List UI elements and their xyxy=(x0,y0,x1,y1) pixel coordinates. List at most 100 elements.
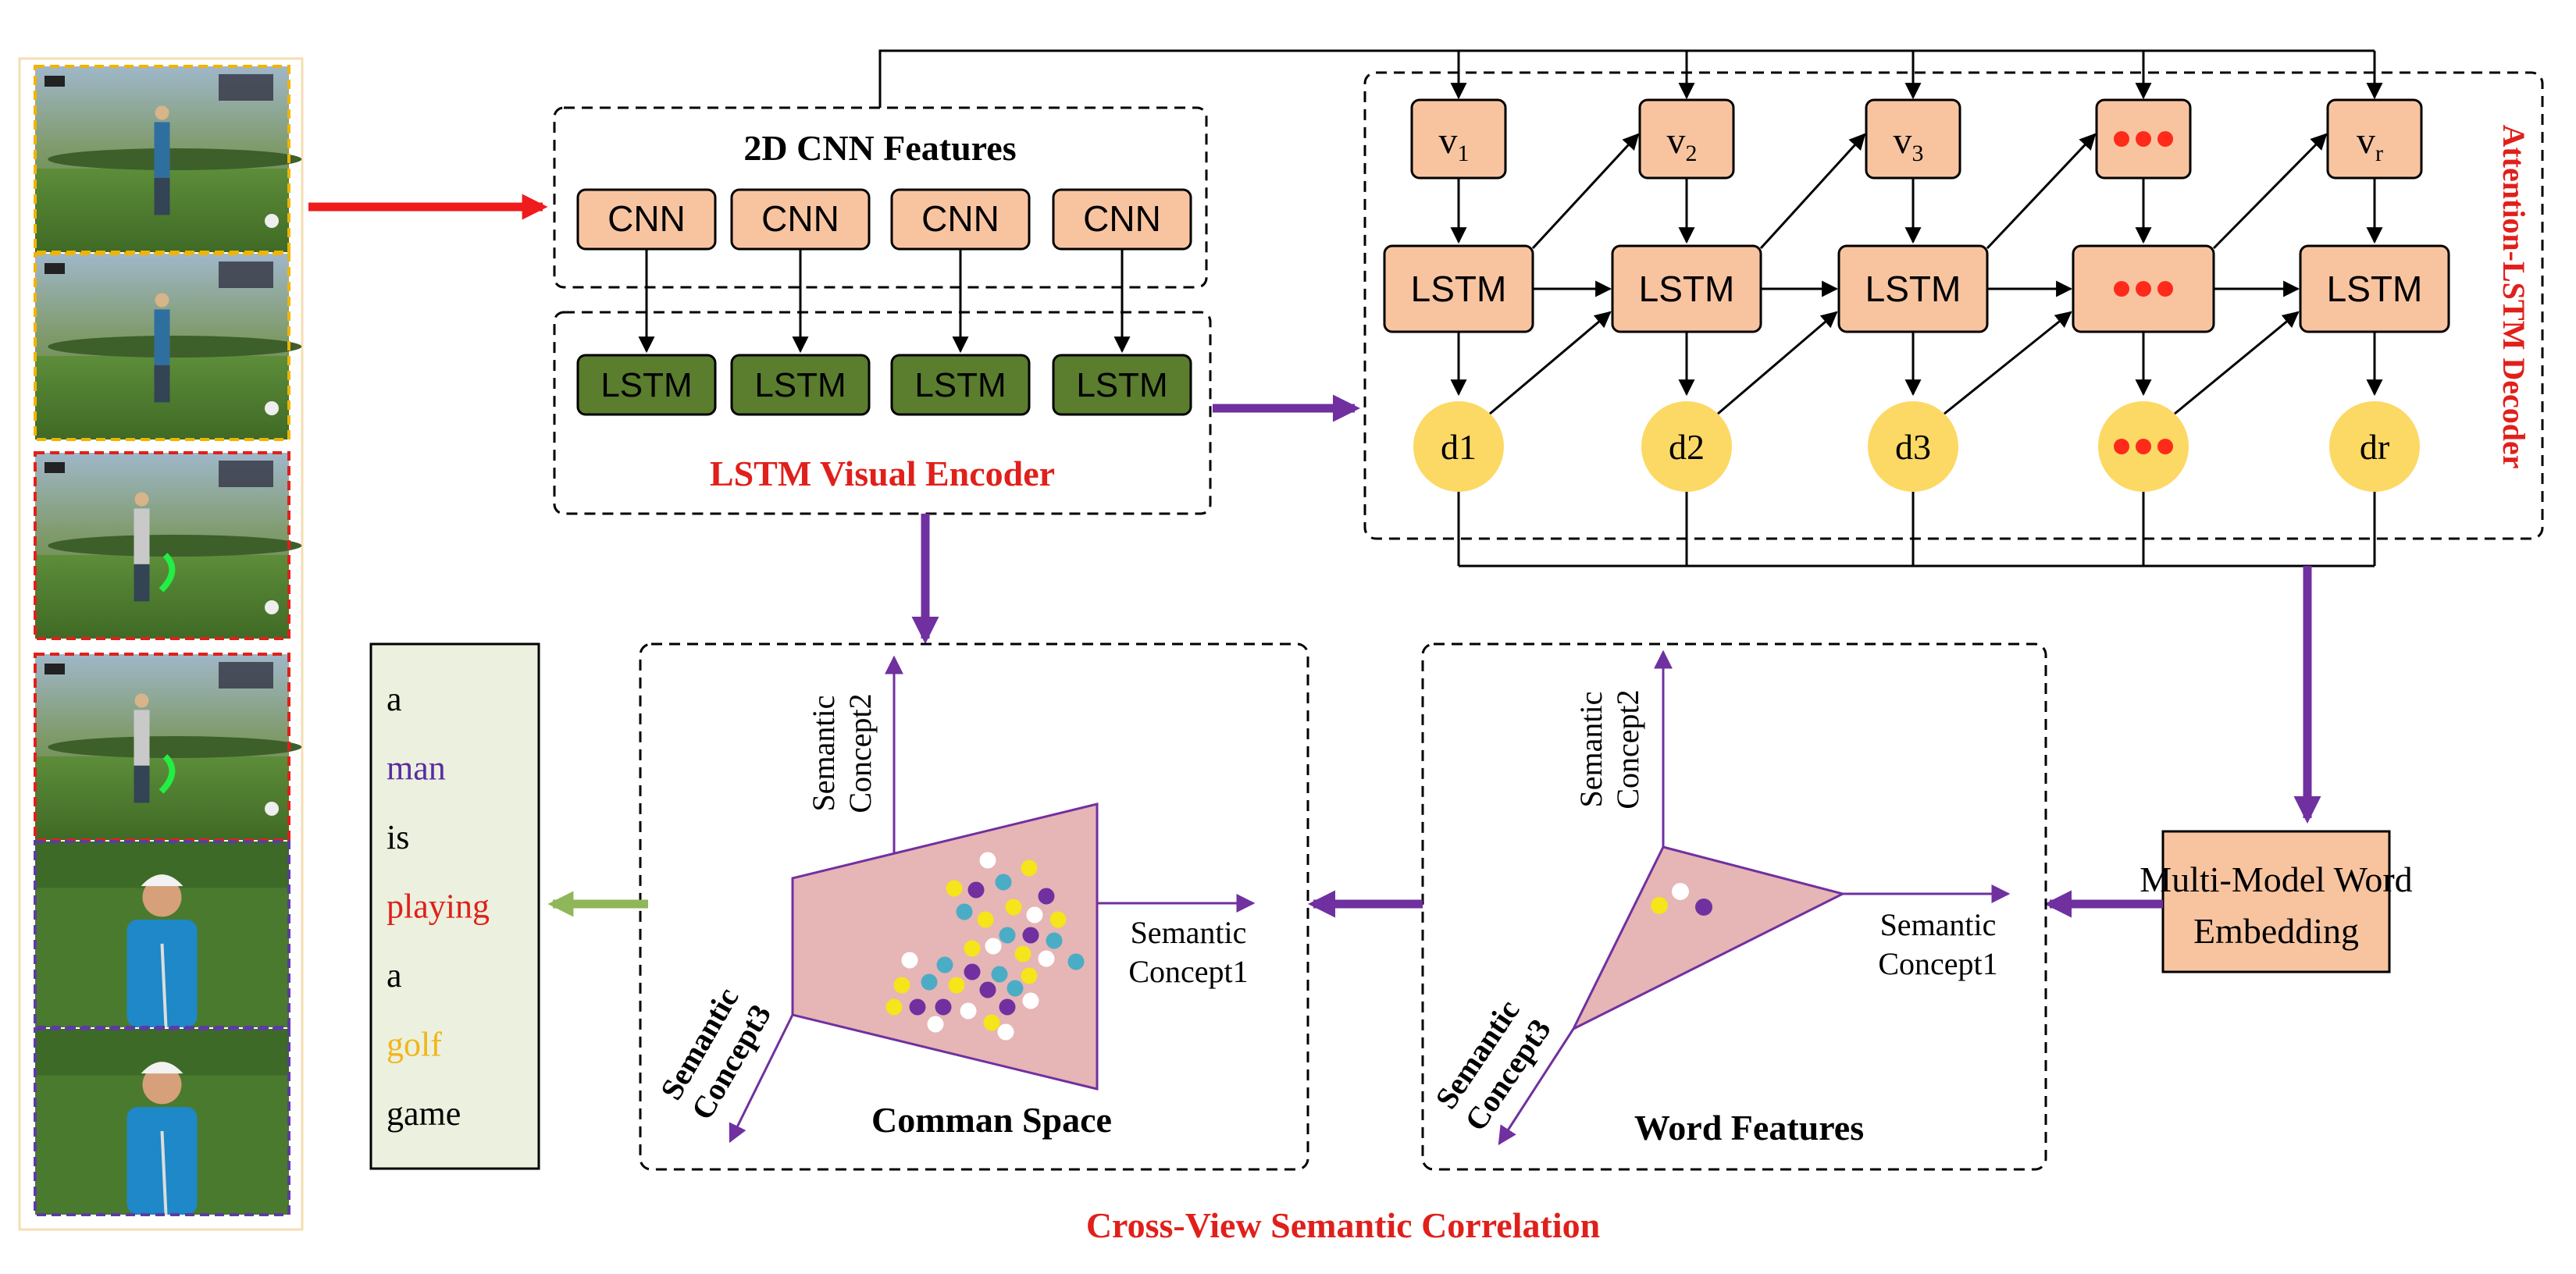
embedding-dot xyxy=(964,940,981,957)
wf-dot xyxy=(1672,883,1689,900)
embedding-dot xyxy=(991,966,1008,983)
encoder-title: LSTM Visual Encoder xyxy=(710,454,1055,493)
frame-border xyxy=(34,252,290,441)
embedding-dot xyxy=(885,998,903,1016)
golfer-figure xyxy=(134,710,150,766)
embedding-dot xyxy=(983,1014,1000,1031)
ellipsis-dot xyxy=(2114,281,2129,297)
wf-dot xyxy=(1695,899,1712,916)
embedding-dot xyxy=(999,927,1016,944)
wf-axis3 xyxy=(1498,1028,1575,1146)
output-node xyxy=(1868,401,1958,492)
embedding-label-line1: Multi-Model Word xyxy=(2140,859,2412,899)
decoder-lstm-label: LSTM xyxy=(1411,269,1507,309)
lstm-encoder-box xyxy=(553,311,1212,515)
cnn-features-title: 2D CNN Features xyxy=(743,128,1016,168)
embedding-dot xyxy=(999,998,1016,1016)
generated-caption: a man is playing a golf game xyxy=(369,642,540,1170)
video-frame xyxy=(34,653,302,842)
embedding-label-line2: Embedding xyxy=(2193,911,2359,951)
frame-strip-border xyxy=(18,57,304,1231)
caption-word: man xyxy=(387,749,446,788)
embedding-dot xyxy=(1038,888,1055,905)
word-features-box xyxy=(1421,642,2047,1171)
ellipsis-dot xyxy=(2136,131,2151,147)
attention-v-box xyxy=(1410,98,1507,180)
video-frame xyxy=(34,1027,290,1216)
caption-word: a xyxy=(387,956,402,995)
decoder-box xyxy=(1363,71,2544,540)
embedding-dot xyxy=(960,1002,977,1020)
embedding-dot xyxy=(1049,911,1067,928)
ellipsis-dot xyxy=(2114,439,2129,454)
caption-word: is xyxy=(387,818,409,856)
embedding-dot xyxy=(927,1016,944,1033)
embedding-dot xyxy=(1026,906,1043,923)
svg-text:Concept2: Concept2 xyxy=(843,693,878,813)
ellipsis-dot xyxy=(2157,439,2173,454)
cross-view-title: Cross-View Semantic Correlation xyxy=(1086,1205,1600,1245)
caption-box xyxy=(369,642,540,1170)
embedding-dot xyxy=(1022,927,1039,944)
embedding-dot xyxy=(956,903,973,920)
word-features-panel: Semantic Concept2 Semantic Concept1 Sema… xyxy=(1421,642,2047,1171)
embedding-dot xyxy=(995,874,1012,891)
cnn-label: CNN xyxy=(1083,198,1161,239)
embedding-dot xyxy=(1038,950,1055,967)
embedding-dot xyxy=(979,981,996,998)
encoder-lstm-box xyxy=(576,354,717,416)
golfer-figure xyxy=(134,508,150,564)
encoder-lstm-box xyxy=(730,354,871,416)
golfer-figure xyxy=(154,122,170,178)
encoder-lstm-label: LSTM xyxy=(600,366,692,404)
lstm-to-next-v-arrow xyxy=(1986,133,2097,250)
svg-text:Semantic: Semantic xyxy=(806,696,841,812)
embedding-dot xyxy=(921,973,938,991)
lstm-visual-encoder: 2D CNN Features LSTM Visual Encoder CNNL… xyxy=(553,106,1212,515)
ellipsis-dot xyxy=(2136,281,2151,297)
decoder-lstm-label: LSTM xyxy=(1865,269,1961,309)
decoder-lstm-label: LSTM xyxy=(2327,269,2423,309)
cnn-label: CNN xyxy=(921,198,999,239)
decoder-column xyxy=(2072,51,2328,566)
embedding-dot xyxy=(967,881,985,899)
caption-word: golf xyxy=(387,1026,442,1064)
video-frame xyxy=(34,840,290,1029)
embedding-dot xyxy=(1046,932,1063,949)
ellipsis-dot xyxy=(2136,439,2151,454)
embedding-dot xyxy=(901,952,918,969)
embedding-dot xyxy=(997,1023,1014,1041)
word-features-title: Word Features xyxy=(1634,1108,1864,1148)
output-node xyxy=(1641,401,1732,492)
embedding-dot xyxy=(979,852,996,869)
decoder-lstm-label: LSTM xyxy=(1639,269,1735,309)
cs-axis1-label: Semantic Concept1 xyxy=(1128,915,1248,989)
frame-border xyxy=(34,1027,290,1216)
video-frame xyxy=(34,451,302,640)
frame-border xyxy=(34,451,290,640)
svg-text:Concept1: Concept1 xyxy=(1878,946,1997,981)
embedding-dot xyxy=(1007,980,1024,997)
wf-axis3-label: Semantic Concept3 xyxy=(1428,993,1558,1137)
lstm-to-next-v-arrow xyxy=(1759,133,1866,250)
svg-text:Concept2: Concept2 xyxy=(1610,689,1645,809)
attention-v-label: v2 xyxy=(1667,120,1698,166)
embedding-dot xyxy=(1005,899,1022,916)
embedding-dot xyxy=(935,998,952,1016)
embedding-dot xyxy=(1014,945,1031,963)
svg-text:Semantic: Semantic xyxy=(1131,915,1247,950)
cnn-features-box xyxy=(553,106,1208,289)
d-to-next-lstm-arrow xyxy=(1717,311,1838,415)
encoder-lstm-box xyxy=(890,354,1031,416)
output-node xyxy=(2329,401,2420,492)
output-node-label: d2 xyxy=(1669,427,1705,467)
caption-word: a xyxy=(387,680,402,718)
caption-word: game xyxy=(387,1094,461,1133)
ellipsis-dot xyxy=(2114,131,2129,147)
caption-word: playing xyxy=(387,888,490,926)
